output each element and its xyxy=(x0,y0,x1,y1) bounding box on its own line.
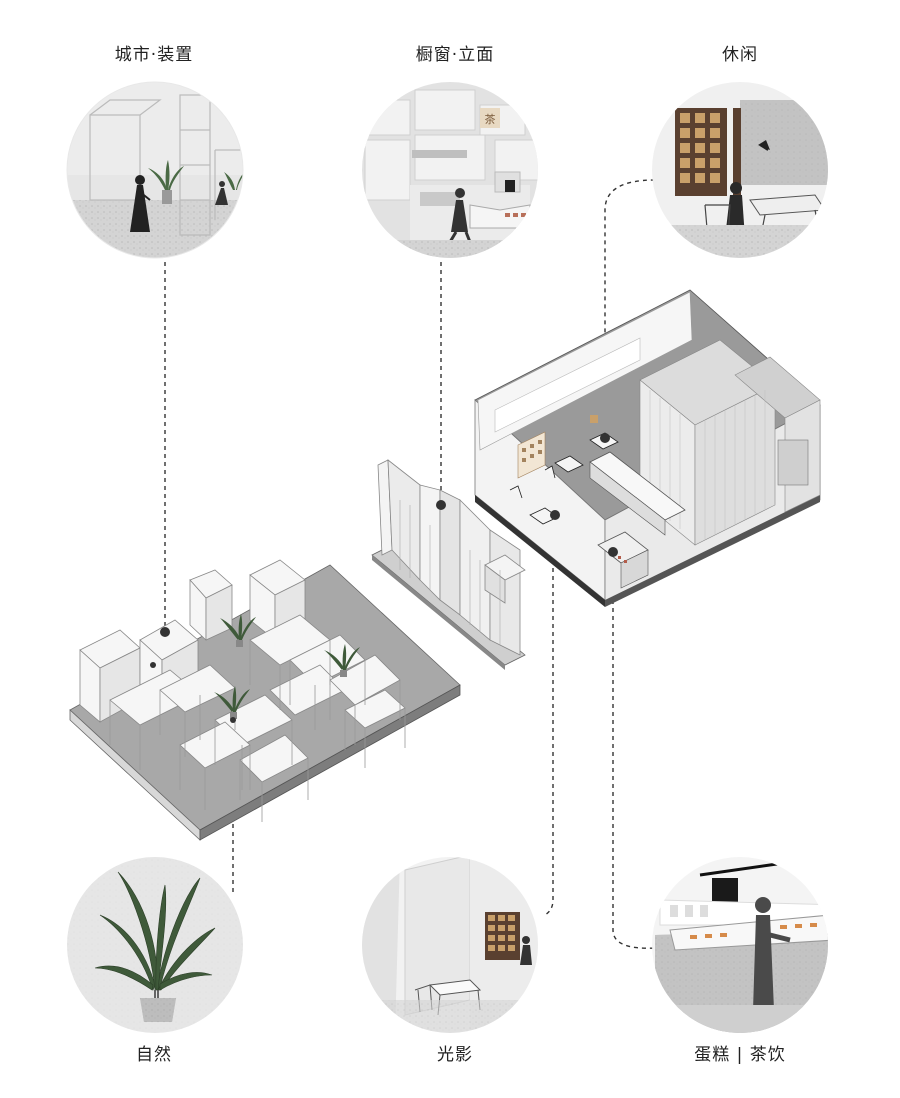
connector-cake xyxy=(612,552,656,949)
vignette-urban-installation xyxy=(67,82,243,258)
label-urban-installation: 城市·装置 xyxy=(114,45,194,65)
connector-light xyxy=(544,520,554,916)
shop-axonometric xyxy=(474,289,821,607)
svg-text:茶: 茶 xyxy=(485,113,496,126)
vignette-light-shadow xyxy=(362,857,538,1033)
label-light-shadow: 光影 xyxy=(437,1045,473,1065)
circle-frame xyxy=(66,81,244,259)
label-window-facade: 橱窗·立面 xyxy=(415,45,495,65)
label-nature: 自然 xyxy=(136,1045,172,1065)
plaza-axonometric xyxy=(69,559,461,841)
label-cake-tea: 蛋糕 | 茶饮 xyxy=(694,1045,786,1065)
label-leisure: 休闲 xyxy=(722,45,758,65)
vignette-cake-tea xyxy=(652,857,828,1033)
connector-leisure xyxy=(604,179,656,405)
vignette-leisure xyxy=(652,82,828,258)
vignette-nature xyxy=(67,857,243,1033)
connector-lines xyxy=(164,179,656,949)
vignette-window-facade: 茶 xyxy=(362,82,538,258)
facade-axonometric xyxy=(371,459,526,670)
